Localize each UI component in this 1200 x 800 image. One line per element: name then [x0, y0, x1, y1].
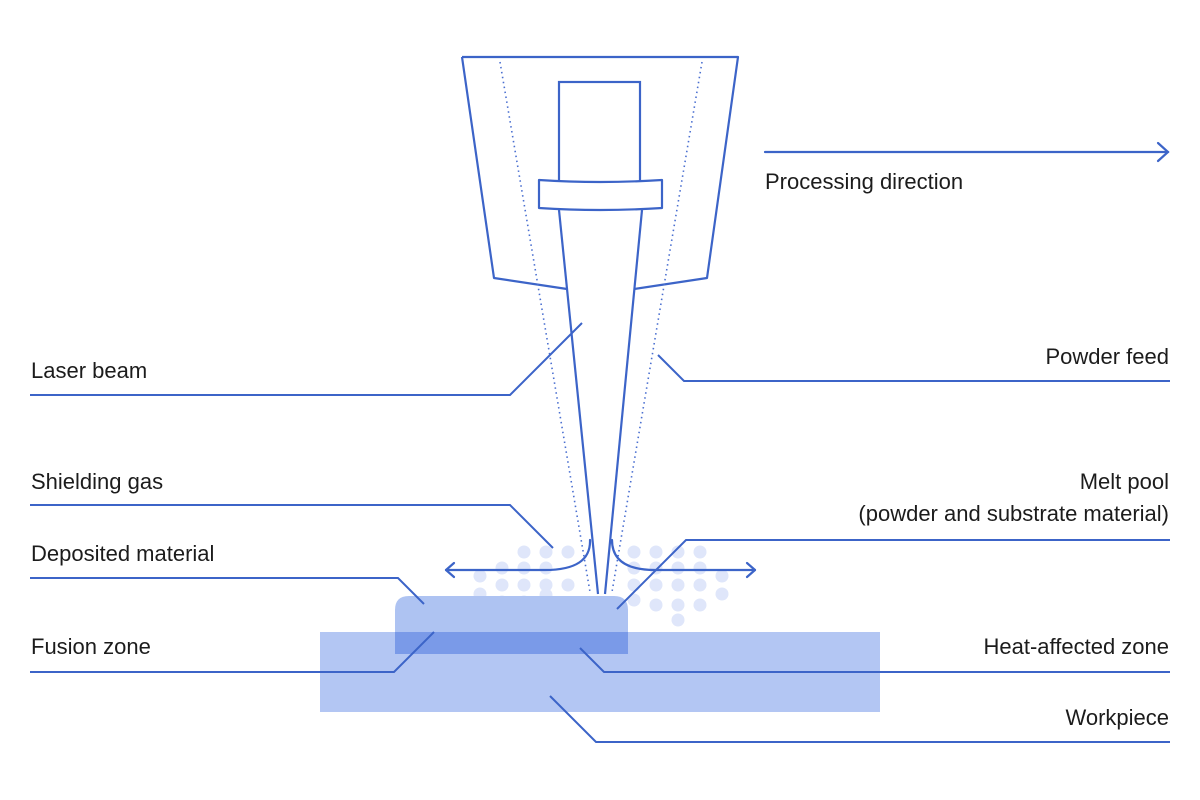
powder-particle: [495, 561, 509, 575]
powder-particle: [649, 578, 663, 592]
powder-particle: [715, 569, 729, 583]
powder-particle: [671, 598, 685, 612]
powder-particle: [627, 545, 641, 559]
label-melt-pool-detail: (powder and substrate material): [858, 501, 1169, 526]
leader-deposited-material: [30, 577, 425, 605]
leader-workpiece: [549, 695, 1170, 743]
label-heat-affected-zone: Heat-affected zone: [983, 634, 1170, 659]
powder-particle: [649, 545, 663, 559]
powder-particle: [649, 598, 663, 612]
powder-particle: [671, 561, 685, 575]
powder-particle: [693, 598, 707, 612]
leader-laser-beam: [30, 322, 583, 396]
nozzle-housing: [460, 55, 740, 291]
leader-powder-feed: [657, 354, 1170, 382]
leader-shielding-gas: [30, 504, 554, 549]
fusion-zone: [395, 632, 628, 654]
powder-particle: [671, 545, 685, 559]
label-workpiece: Workpiece: [1065, 705, 1169, 730]
powder-particle: [517, 578, 531, 592]
processing-direction-arrow: [763, 141, 1170, 163]
powder-particle: [627, 593, 641, 607]
deposited-material: [395, 596, 628, 632]
powder-particle: [539, 561, 553, 575]
focusing-lens: [537, 178, 664, 212]
label-deposited-material: Deposited material: [31, 541, 215, 566]
shielding-gas-flow: [444, 538, 757, 579]
powder-particle: [495, 578, 509, 592]
leader-heat-affected-zone: [579, 647, 1170, 673]
powder-particle: [693, 561, 707, 575]
powder-particle: [671, 613, 685, 627]
leader-lines: [30, 322, 1170, 743]
label-shielding-gas: Shielding gas: [31, 469, 164, 494]
label-powder-feed: Powder feed: [1045, 344, 1169, 369]
powder-particle: [517, 545, 531, 559]
powder-particle: [517, 561, 531, 575]
label-processing-direction: Processing direction: [765, 169, 964, 194]
powder-particle: [693, 578, 707, 592]
leader-fusion-zone: [30, 631, 435, 673]
powder-particle: [649, 561, 663, 575]
label-fusion-zone: Fusion zone: [31, 634, 151, 659]
powder-particle: [693, 545, 707, 559]
powder-particle: [539, 545, 553, 559]
label-melt-pool: Melt pool: [1079, 469, 1169, 494]
powder-particle: [715, 587, 729, 601]
powder-particle: [561, 578, 575, 592]
powder-particle: [671, 578, 685, 592]
powder-particle: [539, 578, 553, 592]
powder-particle: [561, 545, 575, 559]
powder-particle: [473, 569, 487, 583]
powder-particle: [627, 578, 641, 592]
leader-melt-pool: [616, 539, 1170, 610]
optics-column: [557, 80, 642, 185]
laser-beam: [557, 209, 644, 595]
label-laser-beam: Laser beam: [31, 358, 148, 383]
